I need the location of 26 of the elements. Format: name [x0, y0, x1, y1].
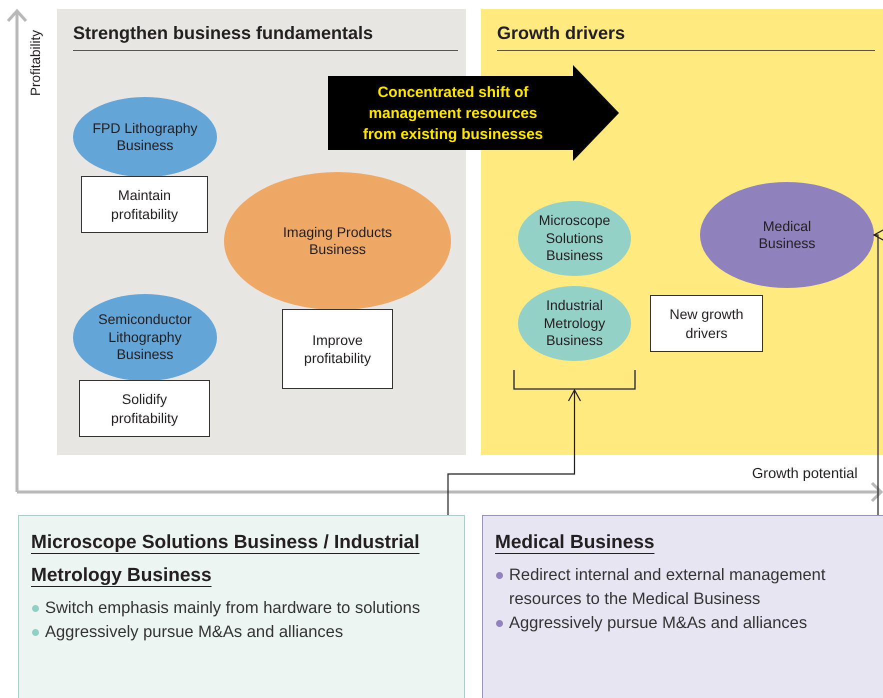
business-ellipse: Imaging Products Business: [224, 172, 451, 310]
business-ellipse: FPD Lithography Business: [73, 97, 217, 177]
axis-label: Growth potential: [752, 466, 858, 482]
business-ellipse: Medical Business: [700, 182, 874, 288]
info-panel: [18, 515, 465, 698]
bullet-item: Switch emphasis mainly from hardware to solutions: [31, 596, 454, 620]
business-ellipse: Industrial Metrology Business: [518, 286, 631, 361]
info-panel: [482, 515, 883, 698]
connector-arrow: [873, 228, 883, 515]
label-box: New growth drivers: [650, 295, 763, 352]
bracket: [513, 370, 636, 390]
section-title: Strengthen business fundamentals: [73, 23, 458, 51]
bullet-item: Redirect internal and external management resources to the Medical Business: [495, 563, 877, 611]
section-title: Growth drivers: [497, 23, 875, 51]
target-box: Solidify profitability: [79, 380, 210, 437]
target-box: Maintain profitability: [81, 176, 208, 233]
panel-heading: Microscope Solutions Business / Industrial Metrology Business: [31, 531, 421, 588]
connector-arrow: [447, 389, 582, 515]
target-box: Improve profitability: [282, 309, 393, 389]
bullet-item: Aggressively pursue M&As and alliances: [495, 611, 877, 635]
business-ellipse: Microscope Solutions Business: [518, 201, 631, 276]
axis-label: Profitability: [28, 30, 43, 96]
arrow-text: Concentrated shift of management resources from existing businesses: [362, 82, 544, 144]
business-ellipse: Semiconductor Lithography Business: [73, 294, 217, 381]
bullet-item: Aggressively pursue M&As and alliances: [31, 620, 454, 644]
panel-heading: Medical Business: [495, 531, 656, 555]
